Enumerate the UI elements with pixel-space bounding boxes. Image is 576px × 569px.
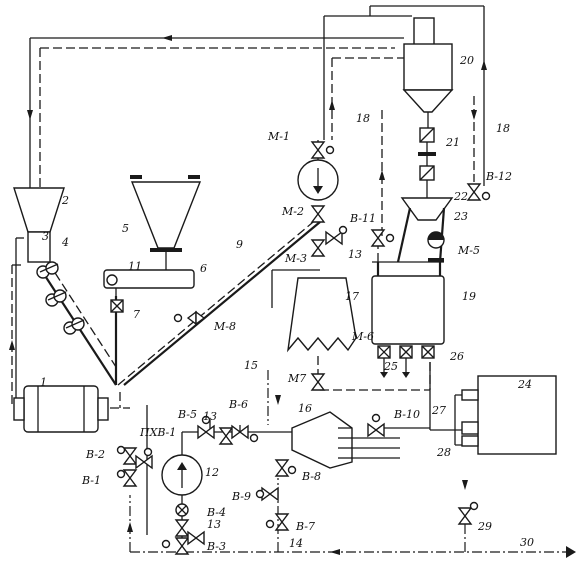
label-5: 5 — [122, 222, 129, 235]
label-v3: B-3 — [206, 540, 226, 553]
label-m6: M-6 — [351, 330, 374, 343]
label-13c: 13 — [207, 518, 221, 531]
inlet-arrow-icon — [566, 546, 576, 558]
label-15: 15 — [244, 359, 258, 372]
hopper-5 — [130, 175, 202, 252]
label-m3: M-3 — [284, 252, 307, 265]
label-v12: B-12 — [485, 170, 512, 183]
label-13a: 13 — [348, 248, 362, 261]
label-2: 2 — [61, 194, 69, 207]
valves-25 — [377, 345, 435, 378]
belt-feeder-6 — [103, 252, 195, 296]
flow-arrows — [9, 35, 487, 555]
unit-17 — [286, 277, 357, 353]
label-19: 19 — [462, 290, 476, 303]
label-m1: M-1 — [267, 130, 290, 143]
label-26: 26 — [449, 350, 464, 363]
equipment-labels: 1 2 3 4 5 6 7 9 11 12 13 13 13 14 15 16 … — [40, 54, 534, 550]
tank-19 — [371, 261, 445, 345]
label-v6: B-6 — [228, 398, 248, 411]
label-16: 16 — [298, 402, 312, 415]
label-24: 24 — [517, 378, 532, 391]
label-7: 7 — [133, 308, 140, 321]
valves — [116, 141, 491, 555]
label-v4: B-4 — [206, 506, 226, 519]
label-v8: B-8 — [301, 470, 321, 483]
label-v7: B-7 — [295, 520, 315, 533]
label-v1: B-1 — [81, 474, 101, 487]
label-29: 29 — [477, 520, 492, 533]
label-25: 25 — [383, 360, 398, 373]
label-13b: 13 — [203, 410, 217, 423]
label-21: 21 — [445, 136, 460, 149]
hydrocyclone-16 — [291, 411, 353, 469]
label-3: 3 — [42, 230, 49, 243]
label-pkhv: ПХВ-1 — [139, 426, 176, 439]
label-11: 11 — [128, 260, 142, 273]
label-18b: 18 — [496, 122, 510, 135]
label-6: 6 — [200, 262, 207, 275]
label-v2: B-2 — [85, 448, 105, 461]
ball-mill-1 — [13, 385, 109, 433]
roller-crushers-4 — [36, 261, 85, 335]
label-v9: B-9 — [231, 490, 251, 503]
cyclone-20 — [402, 17, 454, 128]
label-22: 22 — [453, 190, 468, 203]
label-27: 27 — [431, 404, 446, 417]
pump-12 — [161, 454, 203, 517]
label-4: 4 — [61, 236, 69, 249]
sampler-7 — [110, 299, 124, 313]
label-v10: B-10 — [393, 408, 420, 421]
label-14: 14 — [289, 537, 303, 550]
valve-labels: M-1 M-2 M-3 M-5 M-6 M7 M-8 B-1 B-2 B-3 B… — [81, 130, 512, 553]
label-v5: B-5 — [177, 408, 197, 421]
label-m2: M-2 — [281, 205, 304, 218]
label-m7: M7 — [287, 372, 306, 385]
feeders-21 — [418, 127, 436, 181]
unit-24 — [461, 375, 557, 455]
label-28: 28 — [436, 446, 451, 459]
pump-m1 — [297, 159, 339, 201]
label-m5: M-5 — [457, 244, 480, 257]
label-9: 9 — [236, 238, 243, 251]
meter-23 — [427, 231, 445, 262]
label-m8: M-8 — [213, 320, 236, 333]
label-23: 23 — [453, 210, 468, 223]
label-18a: 18 — [356, 112, 370, 125]
label-1: 1 — [40, 376, 47, 389]
label-12: 12 — [205, 466, 219, 479]
splitter-22 — [396, 180, 454, 263]
hopper-2 — [13, 187, 65, 263]
label-20: 20 — [459, 54, 474, 67]
dashed-piping — [11, 47, 566, 553]
label-17: 17 — [345, 290, 359, 303]
label-v11: B-11 — [349, 212, 376, 225]
label-30: 30 — [520, 536, 534, 549]
